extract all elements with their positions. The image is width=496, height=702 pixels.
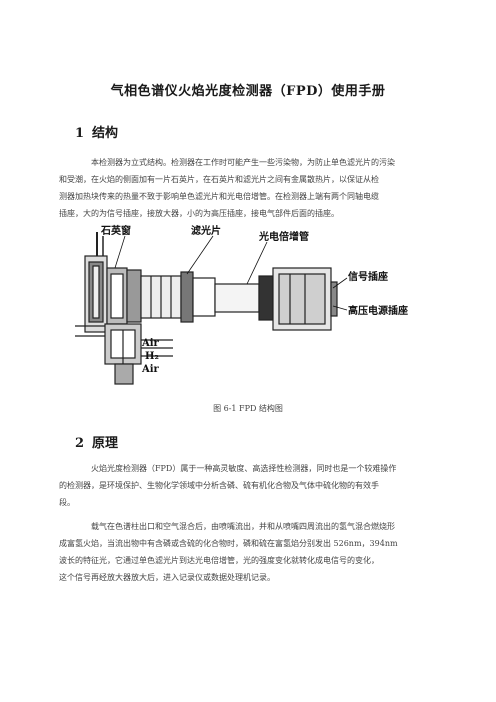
text-line: 段。 (59, 498, 75, 507)
section-heading-structure: 1 结构 (75, 122, 118, 141)
label-quartz-window: 石英窗 (100, 224, 131, 237)
filter-section (126, 269, 216, 323)
paragraph-principle-2: 载气在色谱柱出口和空气混合后，由喷嘴流出，并和从喷嘴四周流出的氢气混合燃烧形 成… (59, 518, 423, 586)
leader-lines (114, 235, 348, 311)
gas-inlet-lines (75, 325, 173, 357)
section-heading-principle: 2 原理 (75, 432, 118, 451)
text-line: 插座，大的为信号插座，接放大器，小的为高压插座，接电气部件后面的插座。 (59, 209, 339, 218)
text-line: 载气在色谱柱出口和空气混合后，由喷嘴流出，并和从喷嘴四周流出的氢气混合燃烧形 (91, 522, 395, 531)
document-title: 气相色谱仪火焰光度检测器（FPD）使用手册 (110, 84, 386, 99)
text-line: 火焰光度检测器（FPD）属于一种高灵敏度、高选择性检测器，同时也是一个较难操作 (91, 464, 397, 473)
text-line: 和受潮，在火焰的侧面加有一片石英片，在石英片和滤光片之间有金属散热片，以保证从检 (59, 175, 379, 184)
label-air-2: Air (141, 364, 160, 375)
label-h2: H₂ (145, 351, 159, 362)
paragraph-principle-1: 火焰光度检测器（FPD）属于一种高灵敏度、高选择性检测器，同时也是一个较难操作 … (59, 460, 423, 511)
pmt-tube (214, 267, 338, 331)
section-title: 原理 (92, 436, 119, 451)
text-line: 的检测器，是环境保护、生物化学领域中分析含磷、硫有机化合物及气体中硫化物的有效手 (59, 481, 379, 490)
text-line: 这个信号再经放大器放大后，进入记录仪或数据处理机记录。 (59, 573, 275, 582)
label-pmt: 光电倍增管 (258, 230, 309, 243)
label-signal-socket: 信号插座 (348, 270, 388, 283)
section-number: 1 (75, 126, 85, 141)
text-line: 测器加热块传来的热量不致于影响单色滤光片和光电倍增管。在检测器上端有两个同轴电缆 (59, 192, 379, 201)
text-line: 成富氢火焰，当流出物中有含磷或含硫的化合物时，磷和硫在富氢焰分别发出 526nm… (59, 539, 398, 548)
paragraph-structure: 本检测器为立式结构。检测器在工作时可能产生一些污染物，为防止单色滤光片的污染 和… (59, 154, 423, 222)
label-filter: 滤光片 (191, 224, 221, 237)
fpd-structure-diagram: 石英窗 滤光片 光电倍增管 信号插座 高压电源插座 Air H₂ Air (75, 224, 408, 385)
label-air-1: Air (141, 338, 160, 349)
label-hv-socket: 高压电源插座 (348, 304, 408, 317)
burner-assembly (84, 232, 142, 385)
section-number: 2 (75, 436, 85, 451)
text-line: 波长的特征光，它通过单色滤光片到达光电倍增管，光的强度变化就转化成电信号的变化， (59, 556, 379, 565)
figure-caption: 图 6-1 FPD 结构图 (213, 404, 283, 413)
text-line: 本检测器为立式结构。检测器在工作时可能产生一些污染物，为防止单色滤光片的污染 (91, 158, 395, 167)
section-title: 结构 (92, 126, 119, 141)
